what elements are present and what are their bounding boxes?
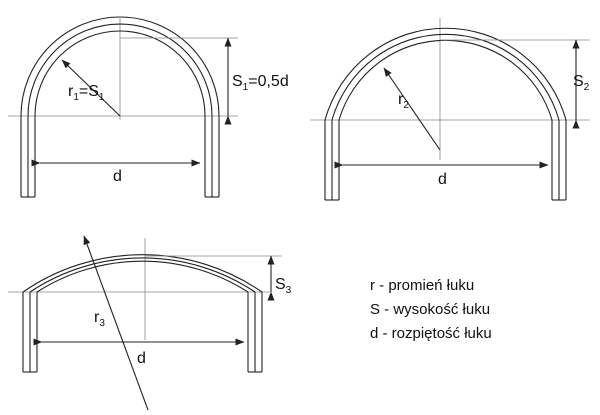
arch-2-outer-edge bbox=[324, 27, 567, 121]
arch-3-radius-arrow bbox=[83, 235, 149, 411]
arch-1-radius-label: r1=S1 bbox=[68, 83, 105, 103]
arch-2 bbox=[310, 18, 590, 201]
arch-3-right-post bbox=[247, 292, 263, 373]
arch-3-height-label: S3 bbox=[275, 276, 292, 296]
arch-1-outer-edge bbox=[20, 16, 220, 117]
legend-item-span: d - rozpiętość łuku bbox=[370, 325, 492, 342]
arch-3-inner-edge bbox=[36, 260, 249, 293]
arch-1-right-post bbox=[204, 116, 220, 198]
arch-1-radius-arrow bbox=[61, 59, 121, 117]
arch-1-height-label: S1=0,5d bbox=[232, 73, 289, 93]
arch-3-radius-label: r3 bbox=[94, 309, 105, 329]
arch-1-inner-edge bbox=[34, 30, 206, 117]
arch-2-left-post bbox=[324, 120, 340, 201]
arch-3-outer-edge bbox=[22, 254, 263, 293]
arch-2-middle-edge bbox=[331, 33, 560, 121]
arch-1-span-label: d bbox=[113, 168, 122, 185]
arch-3-left-post bbox=[22, 292, 38, 373]
arch-2-height-label: S2 bbox=[573, 73, 590, 93]
arch-1 bbox=[8, 16, 238, 198]
legend-item-radius: r - promień łuku bbox=[370, 277, 474, 294]
arch-2-radius-arrow bbox=[383, 67, 441, 151]
arch-1-left-post bbox=[20, 116, 36, 198]
legend: r - promień łuku S - wysokość łuku d - r… bbox=[370, 277, 492, 342]
arch-2-right-post bbox=[551, 120, 567, 201]
arch-2-span-label: d bbox=[438, 171, 447, 188]
arch-3 bbox=[8, 235, 282, 411]
arch-3-span-label: d bbox=[137, 350, 146, 367]
legend-item-height: S - wysokość łuku bbox=[370, 301, 490, 318]
arch-3-middle-edge bbox=[29, 257, 256, 293]
arch-2-radius-label: r2 bbox=[398, 91, 409, 111]
arch-1-middle-edge bbox=[27, 23, 213, 117]
